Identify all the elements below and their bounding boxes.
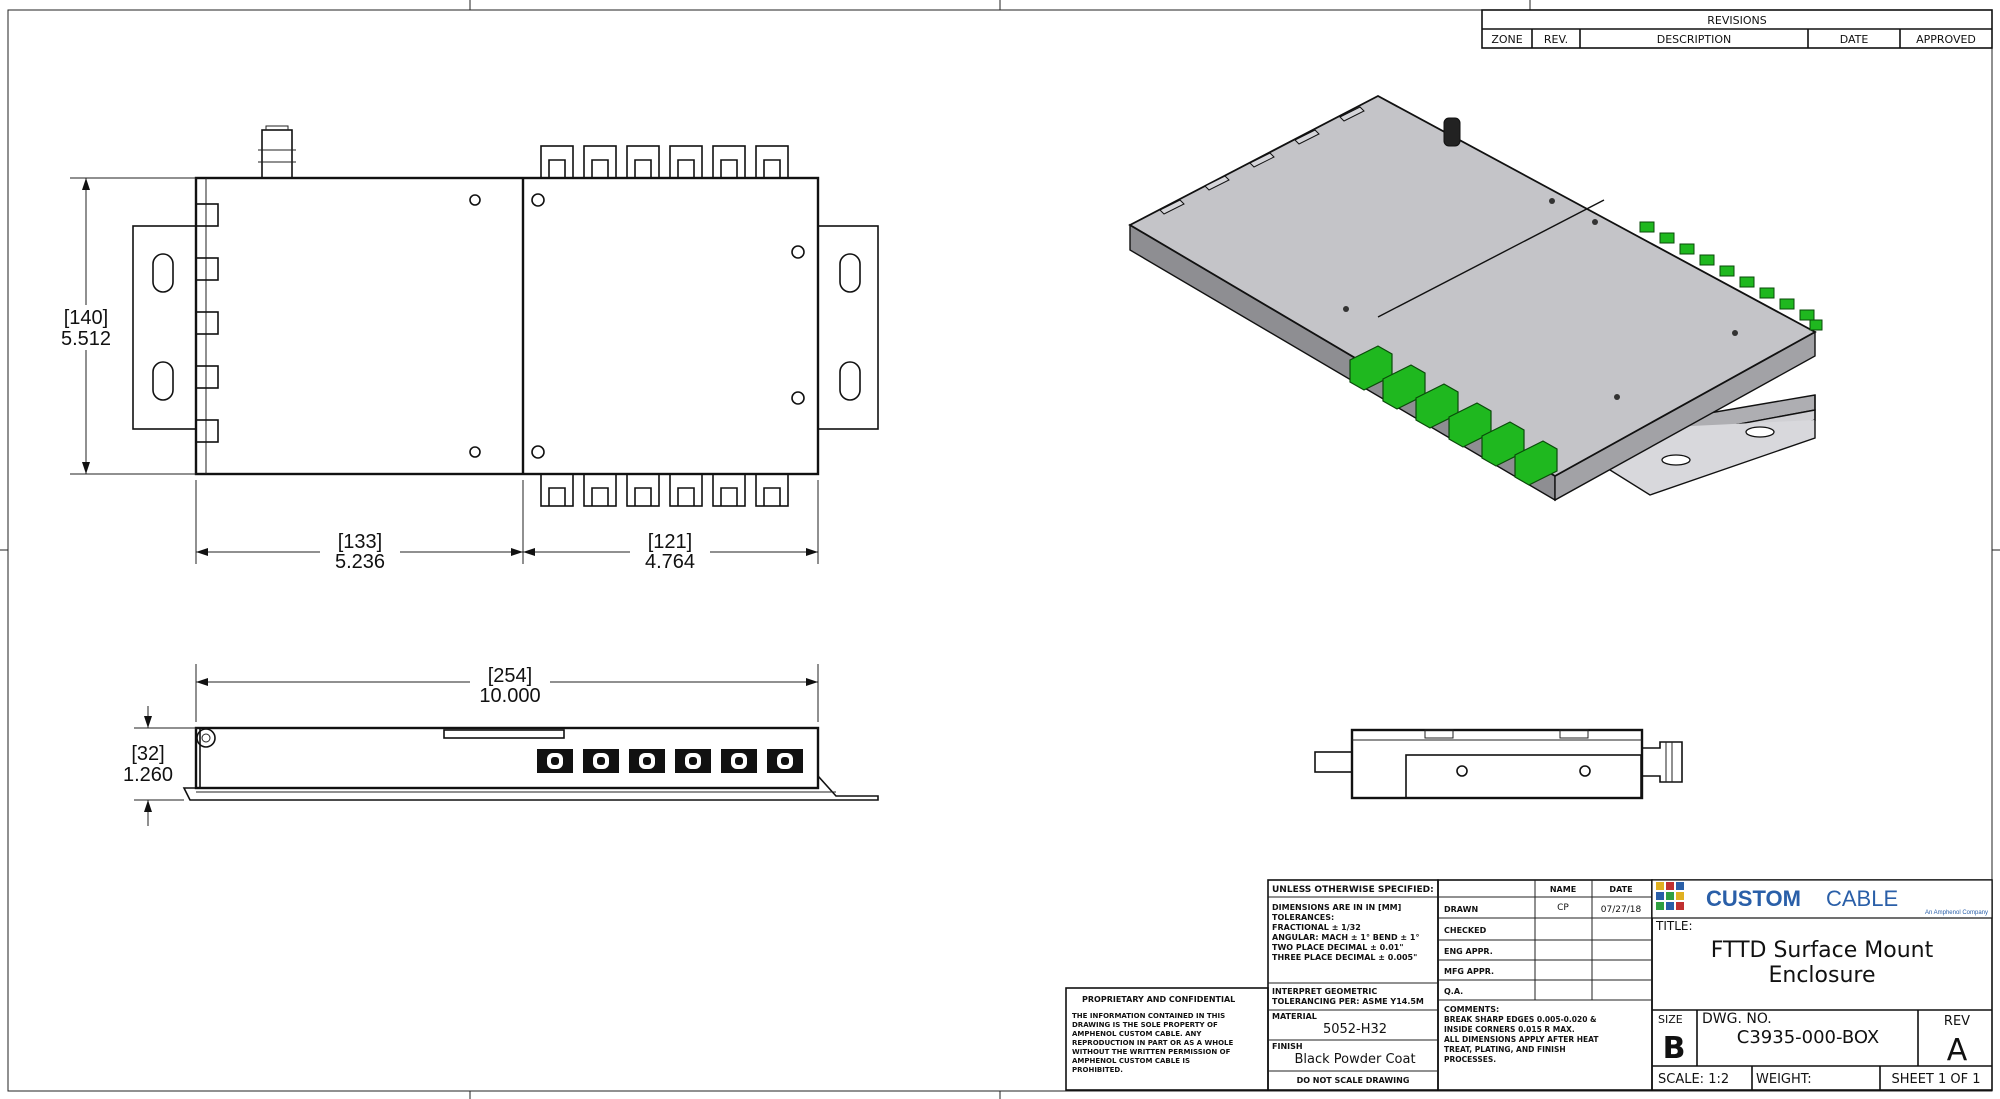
revisions-title: REVISIONS [1707, 14, 1766, 27]
title-block: UNLESS OTHERWISE SPECIFIED: DIMENSIONS A… [1065, 879, 1993, 1091]
top-view: [140] 5.512 [133] 5.236 [121] 4.764 [61, 125, 879, 573]
tb-rev: A [1947, 1033, 1968, 1068]
dim-total-len-mm: [254] [488, 665, 532, 687]
tb-tol-per: TOLERANCING PER: ASME Y14.5M [1272, 997, 1424, 1006]
tb-drawn-date: 07/27/18 [1601, 905, 1642, 915]
tb-angular: ANGULAR: MACH ± 1° BEND ± 1° [1272, 933, 1419, 942]
tb-material-label: MATERIAL [1272, 1012, 1317, 1021]
tb-prop-1: THE INFORMATION CONTAINED IN THIS [1072, 1012, 1225, 1020]
rev-col-zone: ZONE [1491, 33, 1522, 46]
logo-sub: An Amphenol Company [1925, 910, 1988, 916]
tb-comments-4: TREAT, PLATING, AND FINISH [1444, 1045, 1566, 1054]
logo-custom: CUSTOM [1706, 886, 1801, 911]
customcable-logo: CUSTOM CABLE An Amphenol Company [1651, 879, 1993, 919]
tb-prop-4: REPRODUCTION IN PART OR AS A WHOLE [1072, 1039, 1234, 1047]
tb-dwg-no: C3935-000-BOX [1737, 1027, 1879, 1048]
tb-sheet: SHEET 1 OF 1 [1891, 1072, 1980, 1087]
enclosure-body-top [194, 176, 820, 476]
tb-three-place: THREE PLACE DECIMAL ± 0.005" [1272, 953, 1417, 962]
tb-date-col: DATE [1609, 885, 1632, 894]
dim-depth-in: 1.260 [123, 764, 173, 786]
tb-qa: Q.A. [1444, 987, 1463, 996]
sheet-border [7, 9, 1993, 1092]
tb-two-place: TWO PLACE DECIMAL ± 0.01" [1272, 943, 1404, 952]
logo-cable: CABLE [1826, 886, 1898, 911]
green-connector-row-right [1639, 221, 1823, 331]
tb-rev-label: REV [1944, 1014, 1970, 1029]
tb-comments-label: COMMENTS: [1444, 1005, 1499, 1014]
tb-size: B [1663, 1031, 1686, 1066]
left-mount-bracket [132, 225, 197, 430]
tb-prop-7: PROHIBITED. [1072, 1066, 1123, 1074]
tb-checked: CHECKED [1444, 926, 1487, 935]
tb-comments-3: ALL DIMENSIONS APPLY AFTER HEAT [1444, 1035, 1599, 1044]
dim-left-len-mm: [133] [338, 531, 382, 553]
bottom-connector-row [540, 473, 789, 507]
tb-prop-2: DRAWING IS THE SOLE PROPERTY OF [1072, 1021, 1218, 1029]
tb-interpret: INTERPRET GEOMETRIC [1272, 987, 1377, 996]
top-connector-row [540, 145, 789, 179]
dim-right-len-mm: [121] [648, 531, 692, 553]
tb-weight: WEIGHT: [1756, 1072, 1812, 1087]
tb-tolerances: TOLERANCES: [1272, 913, 1334, 922]
tb-unless: UNLESS OTHERWISE SPECIFIED: [1272, 885, 1434, 895]
tb-comments-2: INSIDE CORNERS 0.015 R MAX. [1444, 1025, 1575, 1034]
tb-comments-1: BREAK SHARP EDGES 0.005-0.020 & [1444, 1015, 1597, 1024]
rev-col-rev: REV. [1544, 33, 1568, 46]
tb-title-line1: FTTD Surface Mount [1711, 938, 1934, 963]
tb-finish-label: FINISH [1272, 1042, 1303, 1051]
tb-mfg-appr: MFG APPR. [1444, 967, 1494, 976]
tb-prop-5: WITHOUT THE WRITTEN PERMISSION OF [1072, 1048, 1231, 1056]
tb-drawn: DRAWN [1444, 905, 1478, 914]
rev-col-description: DESCRIPTION [1657, 33, 1731, 46]
tb-prop-3: AMPHENOL CUSTOM CABLE. ANY [1072, 1030, 1202, 1038]
dim-total-len-in: 10.000 [479, 685, 540, 707]
dim-depth-mm: [32] [131, 743, 164, 765]
side-view [1314, 728, 1683, 800]
dim-height-in: 5.512 [61, 328, 111, 350]
tb-dims-note: DIMENSIONS ARE IN IN [MM] [1272, 903, 1401, 912]
tb-comments-5: PROCESSES. [1444, 1055, 1496, 1064]
dim-right-len-in: 4.764 [645, 551, 695, 573]
tb-size-label: SIZE [1658, 1013, 1683, 1026]
front-view: [254] 10.000 [32] 1.260 [123, 664, 879, 826]
rev-col-date: DATE [1840, 33, 1869, 46]
cable-gland [261, 129, 293, 179]
tb-no-scale: DO NOT SCALE DRAWING [1297, 1076, 1410, 1085]
tb-drawn-name: CP [1557, 903, 1569, 913]
tb-prop-6: AMPHENOL CUSTOM CABLE IS [1072, 1057, 1190, 1065]
isometric-view [1128, 94, 1823, 502]
front-connector-row [537, 749, 803, 773]
tb-dwg-label: DWG. NO. [1702, 1011, 1772, 1027]
dim-left-len-in: 5.236 [335, 551, 385, 573]
tb-scale: SCALE: 1:2 [1658, 1072, 1729, 1087]
dim-height-mm: [140] [64, 307, 108, 329]
green-connector-row-front [1349, 345, 1558, 486]
tb-prop-title: PROPRIETARY AND CONFIDENTIAL [1082, 995, 1235, 1004]
tb-material: 5052-H32 [1323, 1022, 1387, 1037]
right-mount-bracket [817, 225, 879, 430]
revisions-table: REVISIONS ZONE REV. DESCRIPTION DATE APP… [1481, 9, 1993, 49]
tb-title-line2: Enclosure [1768, 963, 1875, 988]
tb-name-col: NAME [1550, 885, 1576, 894]
tb-fractional: FRACTIONAL ± 1/32 [1272, 923, 1361, 932]
tb-title-label: TITLE: [1655, 919, 1693, 933]
tb-finish: Black Powder Coat [1294, 1052, 1415, 1067]
tb-eng-appr: ENG APPR. [1444, 947, 1493, 956]
rev-col-approved: APPROVED [1916, 33, 1976, 46]
